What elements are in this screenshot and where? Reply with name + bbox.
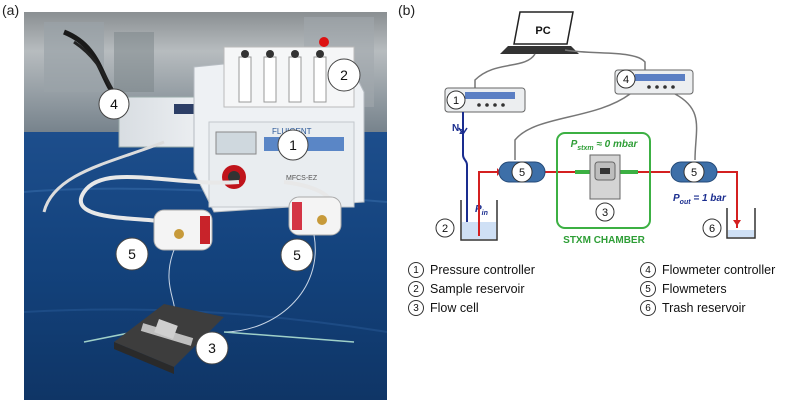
legend-text-4: Flowmeter controller <box>662 263 776 277</box>
legend-num-6: 6 <box>640 300 656 316</box>
legend-text-2: Sample reservoir <box>430 282 525 296</box>
legend-text-3: Flow cell <box>430 301 479 315</box>
photo-label-4: 4 <box>110 96 118 112</box>
legend-item-4: 4 Flowmeter controller <box>640 262 775 278</box>
flowmeter-left-photo <box>153 209 213 251</box>
photo-label-5-right: 5 <box>293 247 301 263</box>
pc-icon: PC <box>500 11 579 54</box>
pressure-controller: 1 <box>444 87 526 113</box>
flowmeter-controller: 4 <box>614 69 694 95</box>
chamber-label: STXM CHAMBER <box>563 235 645 246</box>
flowmeter-right-photo <box>288 196 342 236</box>
flowmeter-left-num: 5 <box>519 167 525 179</box>
legend-item-5: 5 Flowmeters <box>640 281 727 297</box>
photo-label-3: 3 <box>208 340 216 356</box>
legend-num-2: 2 <box>408 281 424 297</box>
flowmeter-left: 5 <box>498 161 546 183</box>
legend-item-6: 6 Trash reservoir <box>640 300 746 316</box>
stxm-chamber: Pstxm ≈ 0 mbar STXM CHAMBER <box>556 132 651 246</box>
flowmeter-controller-num: 4 <box>623 74 629 86</box>
legend-item-3: 3 Flow cell <box>408 300 479 316</box>
panel-a-label: (a) <box>2 2 20 18</box>
mfcs-text: MFCS-EZ <box>286 175 318 182</box>
flowmeter-right-num: 5 <box>691 167 697 179</box>
legend-num-4: 4 <box>640 262 656 278</box>
setup-schematic: PC 1 4 N2 2 Pin <box>435 11 756 246</box>
panel-b-label: (b) <box>398 2 416 18</box>
pressure-controller-num: 1 <box>453 95 459 107</box>
legend-item-2: 2 Sample reservoir <box>408 281 524 297</box>
pin-label: Pin <box>475 204 488 217</box>
photo-label-2: 2 <box>340 67 348 83</box>
legend-num-5: 5 <box>640 281 656 297</box>
legend-item-1: 1 Pressure controller <box>408 262 535 278</box>
n2-label: N2 <box>452 123 463 136</box>
flow-cell-photo <box>114 304 224 374</box>
legend-num-1: 1 <box>408 262 424 278</box>
photo-label-1: 1 <box>289 137 297 153</box>
flow-cell: 3 <box>589 154 621 222</box>
legend-num-3: 3 <box>408 300 424 316</box>
experimental-setup-photo: MFCS-EZ FLUIGENT 4 2 1 <box>24 12 387 400</box>
legend-text-6: Trash reservoir <box>662 301 746 315</box>
pc-label: PC <box>535 25 550 37</box>
trash-reservoir-num: 6 <box>709 223 715 235</box>
flowmeter-right: 5 <box>670 161 718 183</box>
legend-text-1: Pressure controller <box>430 263 535 277</box>
stxm-pressure-label: Pstxm ≈ 0 mbar <box>571 139 639 152</box>
photo-label-5-left: 5 <box>128 246 136 262</box>
flowcell-num: 3 <box>602 207 608 219</box>
sample-reservoir-num: 2 <box>442 223 448 235</box>
legend-text-5: Flowmeters <box>662 282 727 296</box>
pout-label: Pout = 1 bar <box>673 193 727 206</box>
trash-reservoir: 6 <box>702 208 756 239</box>
